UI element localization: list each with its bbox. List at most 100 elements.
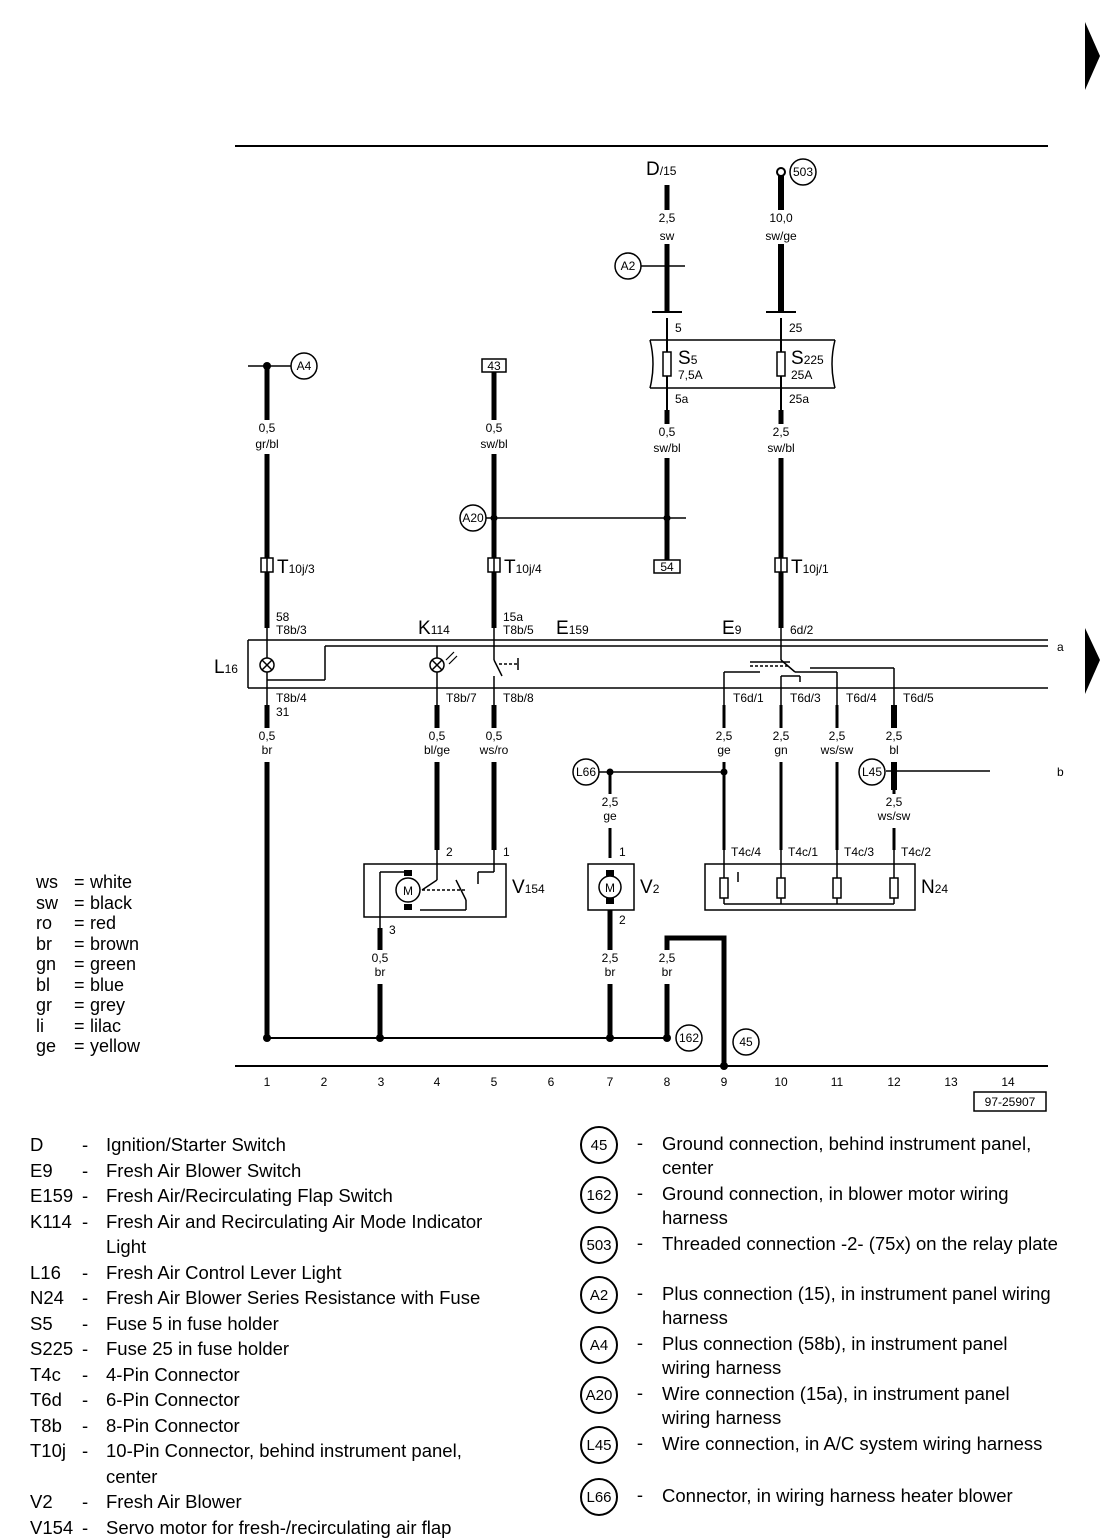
component-desc: Fresh Air Blower Series Resistance with … [106, 1287, 481, 1308]
equals-sign: = [74, 872, 85, 892]
svg-text:7,5A: 7,5A [678, 368, 703, 382]
color-name: blue [90, 974, 125, 995]
color-name: red [90, 913, 117, 933]
color-name: grey [90, 995, 126, 1015]
svg-text:ge: ge [717, 743, 731, 757]
color-legend-row: gn=green [36, 954, 140, 975]
column-number: 5 [491, 1075, 498, 1089]
svg-text:T4c/3: T4c/3 [844, 845, 874, 859]
wire-w9: 0,5 ws/ro [474, 705, 514, 850]
color-name: green [90, 954, 137, 974]
component-code: V2 [30, 1491, 53, 1512]
svg-text:br: br [662, 965, 673, 979]
svg-text:0,5: 0,5 [429, 729, 446, 743]
component-legend-row: T10j-10-Pin Connector, behind instrument… [30, 1438, 550, 1489]
svg-text:ws/ro: ws/ro [479, 743, 509, 757]
component-desc: Ignition/Starter Switch [106, 1134, 286, 1155]
dash: - [82, 1261, 89, 1283]
column-number: 11 [831, 1075, 844, 1089]
fuse-holder [649, 339, 836, 389]
dash: - [636, 1182, 644, 1203]
svg-text:sw/ge: sw/ge [765, 229, 797, 243]
svg-text:5a: 5a [675, 392, 689, 406]
dash: - [636, 1382, 644, 1403]
page-arrow-top [1085, 22, 1100, 90]
dash: - [82, 1210, 89, 1232]
component-legend-row: N24-Fresh Air Blower Series Resistance w… [30, 1285, 550, 1311]
column-number: 4 [434, 1075, 441, 1089]
svg-text:T4c/1: T4c/1 [788, 845, 818, 859]
svg-text:58: 58 [276, 610, 290, 624]
connection-a20: A20 [459, 504, 487, 532]
equals-sign: = [74, 913, 85, 933]
connection-desc-cont: harness [662, 1307, 728, 1328]
component-code: T8b [30, 1414, 62, 1436]
connection-desc: Threaded connection -2- (75x) on the rel… [662, 1233, 1058, 1254]
svg-text:sw: sw [660, 229, 675, 243]
color-abbr: br [36, 933, 53, 954]
wire-w12: 2,5 ws/sw [817, 705, 857, 850]
lamp-l16 [259, 657, 275, 673]
wire-w3: 0,5 gr/bl [249, 362, 285, 628]
dash: - [636, 1282, 644, 1303]
svg-text:gn: gn [774, 743, 787, 757]
connection-legend-row: A2-Plus connection (15), in instrument p… [580, 1276, 1110, 1330]
component-legend-row: D-Ignition/Starter Switch [30, 1132, 550, 1158]
column-number: 2 [321, 1075, 328, 1089]
color-legend-row: sw=black [36, 893, 140, 914]
component-desc: 6-Pin Connector [106, 1389, 240, 1410]
connector-t10j3: T10j/3 [260, 557, 315, 578]
color-legend-row: ro=red [36, 913, 140, 934]
equals-sign: = [74, 974, 85, 995]
component-code: V154 [30, 1516, 74, 1538]
svg-text:b: b [1057, 765, 1064, 779]
connection-desc-cont: wiring harness [662, 1407, 782, 1428]
component-desc: Fresh Air Blower [106, 1491, 242, 1512]
component-legend-row: E159-Fresh Air/Recirculating Flap Switch [30, 1183, 550, 1209]
svg-text:T6d/1: T6d/1 [733, 691, 764, 705]
label-k114: K114 [418, 618, 450, 639]
connection-code-circle: L45 [580, 1426, 618, 1464]
svg-text:a: a [1057, 640, 1064, 654]
svg-text:T8b/3: T8b/3 [276, 623, 307, 637]
label-n24: N24 [921, 877, 948, 898]
label-d: D/15 [646, 159, 677, 180]
svg-text:T8b/7: T8b/7 [446, 691, 477, 705]
dash: - [82, 1287, 89, 1308]
blower-motor-v2: M [587, 863, 635, 911]
component-legend-row: V154-Servo motor for fresh-/recirculatin… [30, 1515, 550, 1540]
component-code: E9 [30, 1159, 53, 1181]
connection-desc: Ground connection, behind instrument pan… [662, 1133, 1032, 1154]
component-desc: Fresh Air and Recirculating Air Mode Ind… [106, 1210, 483, 1232]
dash: - [82, 1440, 89, 1461]
component-code: T4c [30, 1363, 61, 1385]
component-desc: Fresh Air Blower Switch [106, 1159, 302, 1181]
svg-text:T10j/4: T10j/4 [504, 557, 542, 578]
svg-text:2: 2 [619, 913, 626, 927]
component-legend-row: L16-Fresh Air Control Lever Light [30, 1260, 550, 1286]
svg-text:bl/ge: bl/ge [424, 743, 450, 757]
svg-text:0,5: 0,5 [259, 729, 276, 743]
dash: - [636, 1484, 644, 1505]
component-legend-row: S225-Fuse 25 in fuse holder [30, 1336, 550, 1362]
component-desc: Fuse 5 in fuse holder [106, 1312, 279, 1334]
color-name: black [90, 892, 133, 913]
label-v154: V154 [512, 877, 545, 898]
svg-text:T6d/3: T6d/3 [790, 691, 821, 705]
component-code: K114 [30, 1210, 72, 1232]
svg-text:2,5: 2,5 [773, 729, 790, 743]
box-54 [653, 559, 681, 574]
component-desc: Servo motor for fresh-/recirculating air… [106, 1516, 452, 1538]
component-legend-row: E9-Fresh Air Blower Switch [30, 1158, 550, 1184]
color-name: lilac [90, 1015, 122, 1036]
color-legend-row: bl=blue [36, 975, 140, 996]
connection-code-circle: 45 [580, 1126, 618, 1164]
wire-w7: 0,5 br [251, 705, 283, 1040]
servo-motor-v154: M [363, 850, 507, 930]
component-legend-row: S5-Fuse 5 in fuse holder [30, 1311, 550, 1337]
svg-text:6d/2: 6d/2 [790, 623, 814, 637]
fuse-s5: S5 7,5A [662, 348, 703, 382]
connection-desc: Plus connection (15), in instrument pane… [662, 1283, 1051, 1304]
svg-text:A20: A20 [462, 511, 484, 525]
wire-w15: 2,5 ws/sw [872, 790, 916, 850]
